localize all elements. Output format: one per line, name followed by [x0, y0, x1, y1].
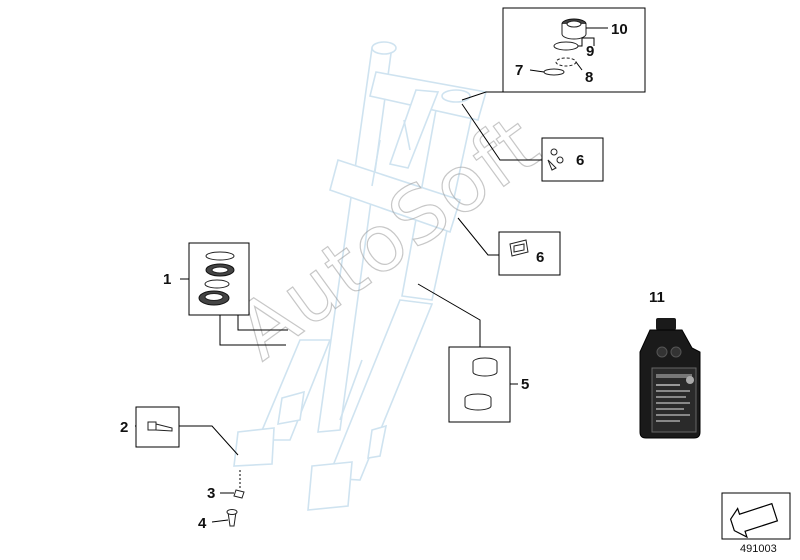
callout-3: 3: [207, 485, 215, 502]
callout-group-5: 5: [417, 283, 529, 423]
callout-6-upper: 6: [576, 152, 584, 169]
catalog-number: 491003: [740, 543, 777, 555]
callout-group-2: 2: [120, 406, 239, 456]
callout-group-1: 1: [163, 242, 288, 346]
callout-1: 1: [163, 271, 171, 288]
callout-2: 2: [120, 419, 128, 436]
callout-7: 7: [515, 62, 523, 79]
callout-11: 11: [649, 289, 665, 306]
detail-box-6-upper: [541, 137, 604, 182]
callout-4: 4: [198, 515, 207, 532]
callout-group-7-10: 10 9 8 7: [461, 7, 646, 101]
callout-group-11: 11: [639, 289, 701, 439]
callout-9: 9: [586, 43, 594, 60]
callout-8: 8: [585, 69, 593, 86]
front-fork-assembly: [233, 41, 488, 511]
fork-oil-bottle: [639, 318, 701, 439]
arrow-icon[interactable]: [721, 492, 791, 540]
callout-group-6-upper: 6: [461, 103, 604, 182]
detail-box-6-lower: [498, 231, 561, 276]
callout-group-3-4: 3 4: [198, 470, 245, 532]
callout-10: 10: [611, 21, 628, 38]
callout-group-6-lower: 6: [457, 217, 561, 276]
callout-6-lower: 6: [536, 249, 544, 266]
callout-5: 5: [521, 376, 529, 393]
